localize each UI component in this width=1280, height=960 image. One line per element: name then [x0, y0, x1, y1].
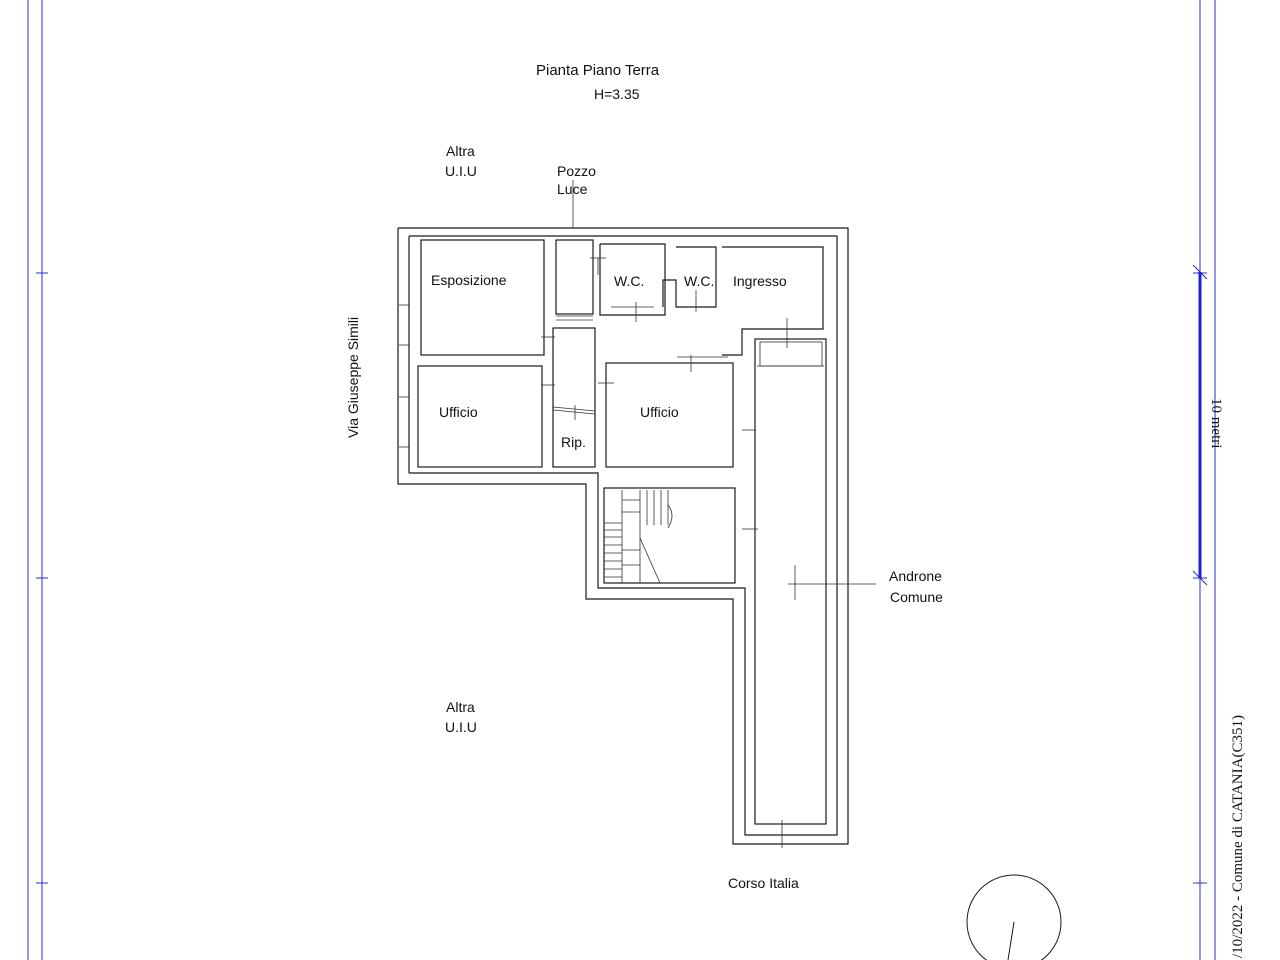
label-street-left: Via Giuseppe Simili: [345, 317, 361, 438]
sheet-frame: [27, 0, 1216, 960]
label-wc-2: W.C.: [684, 273, 714, 289]
height-label: H=3.35: [594, 86, 640, 102]
label-pozzo-1: Pozzo: [557, 163, 596, 179]
label-androne-1: Androne: [889, 568, 942, 584]
scale-bar: 10 metri: [1192, 264, 1224, 586]
label-ufficio-1: Ufficio: [439, 404, 478, 420]
label-ufficio-2: Ufficio: [640, 404, 679, 420]
plan-title: Pianta Piano Terra: [536, 62, 660, 79]
label-pozzo-2: Luce: [557, 181, 588, 197]
label-rip: Rip.: [561, 434, 586, 450]
label-altra-top-2: U.I.U: [445, 163, 477, 179]
north-arrow-icon: [966, 874, 1062, 960]
room-walls: [417, 239, 827, 825]
label-altra-top-1: Altra: [446, 143, 475, 159]
label-wc-1: W.C.: [614, 273, 644, 289]
registry-stamp: /10/2022 - Comune di CATANIA(C351): [1230, 715, 1246, 958]
scale-label: 10 metri: [1208, 398, 1224, 448]
label-street-bottom: Corso Italia: [728, 875, 799, 891]
label-altra-bottom-2: U.I.U: [445, 719, 477, 735]
label-altra-bottom-1: Altra: [446, 699, 475, 715]
door-ticks: [399, 180, 876, 848]
label-esposizione: Esposizione: [431, 272, 507, 288]
label-ingresso: Ingresso: [733, 273, 787, 289]
outer-walls: [397, 227, 849, 845]
label-androne-2: Comune: [890, 589, 943, 605]
